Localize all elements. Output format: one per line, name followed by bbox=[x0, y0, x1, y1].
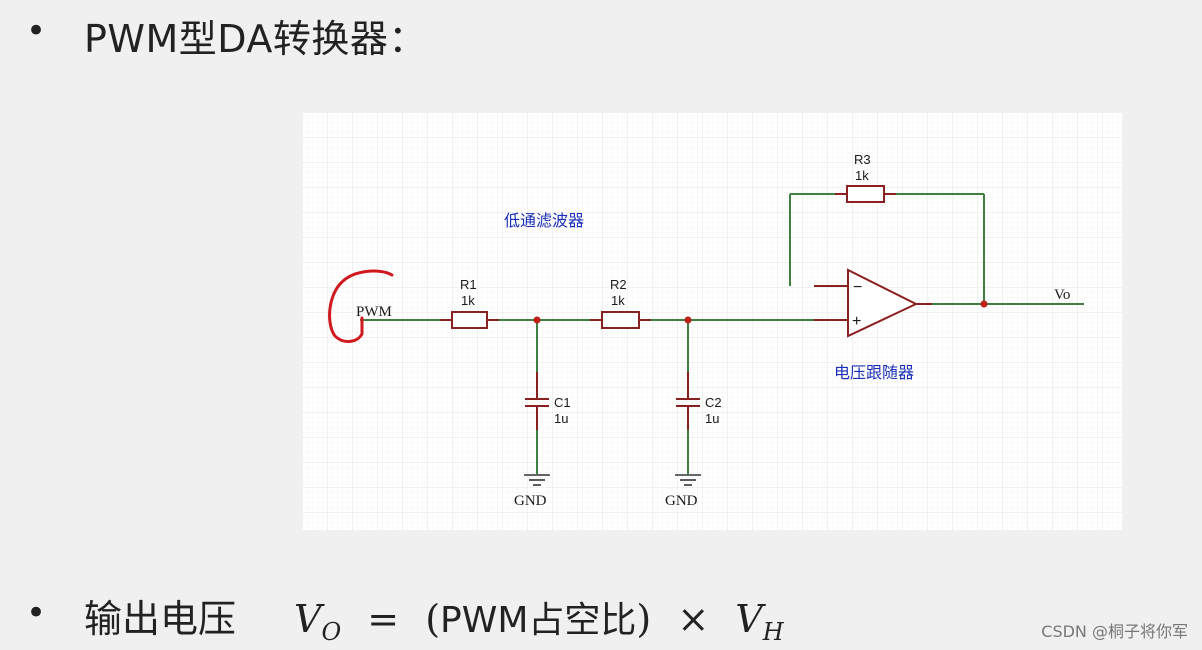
circuit-schematic: PWM R1 1k R2 1k R3 1k C1 1u C2 1u GND GN… bbox=[302, 112, 1122, 530]
formula-content: PWM占空比 bbox=[440, 600, 637, 641]
resistor-r3 bbox=[846, 185, 885, 203]
c1-value: 1u bbox=[554, 411, 568, 426]
capacitor-c2 bbox=[676, 398, 700, 407]
output-label-vo: Vo bbox=[1054, 287, 1070, 303]
junction-node-1 bbox=[533, 316, 541, 324]
formula-open-paren: ( bbox=[425, 597, 441, 641]
bullet-dot: • bbox=[26, 11, 47, 51]
r3-value: 1k bbox=[855, 168, 869, 183]
formula-lhs-sub: O bbox=[321, 618, 342, 646]
resistor-r2 bbox=[601, 311, 640, 329]
formula-expression: VO = (PWM占空比) × VH bbox=[294, 591, 784, 646]
gnd-label-2: GND bbox=[665, 493, 698, 509]
c2-value: 1u bbox=[705, 411, 719, 426]
opamp-triangle bbox=[847, 268, 919, 338]
formula-close-paren: ) bbox=[636, 597, 652, 641]
c1-name: C1 bbox=[554, 395, 571, 410]
gnd-label-1: GND bbox=[514, 493, 547, 509]
formula-equals: = bbox=[367, 597, 400, 641]
r2-name: R2 bbox=[610, 277, 627, 292]
input-label-pwm: PWM bbox=[356, 304, 392, 320]
junction-node-2 bbox=[684, 316, 692, 324]
voltage-follower-note: 电压跟随器 bbox=[834, 363, 914, 382]
formula-label: 输出电压 bbox=[84, 597, 237, 641]
heading: PWM型DA转换器： bbox=[84, 17, 427, 61]
opamp-minus-label: − bbox=[853, 279, 862, 296]
ground-symbol-1 bbox=[524, 474, 550, 486]
formula-lhs-var: V bbox=[294, 597, 322, 641]
r1-name: R1 bbox=[460, 277, 477, 292]
r2-value: 1k bbox=[611, 293, 625, 308]
capacitor-c1 bbox=[525, 398, 549, 407]
formula-rhs-var: V bbox=[735, 597, 763, 641]
formula-rhs-sub: H bbox=[762, 618, 784, 646]
ground-symbol-2 bbox=[675, 474, 701, 486]
junction-node-output bbox=[980, 300, 988, 308]
low-pass-filter-note: 低通滤波器 bbox=[504, 211, 584, 230]
c2-name: C2 bbox=[705, 395, 722, 410]
r1-value: 1k bbox=[461, 293, 475, 308]
r3-name: R3 bbox=[854, 152, 871, 167]
resistor-r1 bbox=[451, 311, 488, 329]
hand-drawn-annotation bbox=[328, 269, 394, 343]
formula-times: × bbox=[677, 597, 710, 641]
bullet-dot: • bbox=[26, 593, 47, 633]
watermark: CSDN @桐子将你军 bbox=[1041, 622, 1188, 641]
output-voltage-formula: 输出电压 VO = (PWM占空比) × VH bbox=[84, 588, 784, 648]
component-leads bbox=[440, 193, 932, 430]
opamp-plus-label: + bbox=[852, 313, 861, 330]
